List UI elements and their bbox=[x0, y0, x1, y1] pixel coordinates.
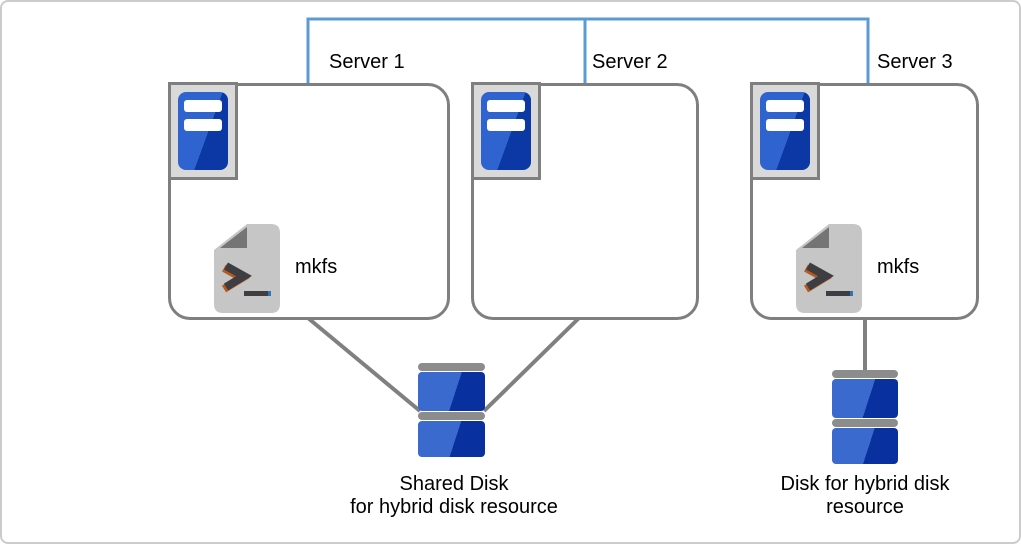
server-tower-shape bbox=[760, 92, 810, 170]
server-icon bbox=[471, 82, 541, 180]
server-1-label: Server 1 bbox=[329, 51, 405, 73]
script-file-icon bbox=[214, 224, 280, 313]
shared-disk-icon bbox=[418, 363, 485, 458]
script-file-icon bbox=[796, 224, 862, 313]
server2-shared-disk-line bbox=[482, 316, 581, 413]
disk-platter bbox=[832, 379, 898, 418]
server-tower-shape bbox=[481, 92, 531, 170]
disk-bar bbox=[418, 412, 485, 420]
shared-disk-label-line2: for hybrid disk resource bbox=[350, 496, 558, 518]
server-box-2 bbox=[471, 83, 699, 320]
shared-disk-label-line1: Shared Disk bbox=[399, 473, 509, 495]
disk-platter bbox=[832, 428, 898, 464]
server-drive-slot bbox=[184, 119, 222, 131]
disk-platter bbox=[418, 372, 485, 411]
hybrid-disk-label-line1: Disk for hybrid disk bbox=[780, 473, 950, 495]
shared-disk-label: Shared Disk for hybrid disk resource bbox=[314, 473, 594, 519]
disk-bar bbox=[832, 419, 898, 427]
hybrid-disk-label: Disk for hybrid disk resource bbox=[725, 473, 1005, 519]
server-tower-shape bbox=[178, 92, 228, 170]
server-drive-slot bbox=[766, 119, 804, 131]
network-interconnect-line bbox=[306, 17, 870, 84]
hybrid-disk-icon bbox=[832, 370, 898, 465]
disk-platter bbox=[418, 421, 485, 457]
server-2-label: Server 2 bbox=[592, 51, 668, 73]
server-drive-slot bbox=[487, 119, 525, 131]
server-3-script-label: mkfs bbox=[877, 256, 920, 278]
server-icon bbox=[168, 82, 238, 180]
disk-bar bbox=[418, 363, 485, 371]
server-drive-slot bbox=[766, 100, 804, 112]
server1-shared-disk-line bbox=[306, 316, 422, 413]
server-icon bbox=[750, 82, 820, 180]
server-drive-slot bbox=[184, 100, 222, 112]
hybrid-disk-label-line2: resource bbox=[826, 496, 904, 518]
server-3-label: Server 3 bbox=[877, 51, 953, 73]
server-1-script-label: mkfs bbox=[295, 256, 338, 278]
disk-bar bbox=[832, 370, 898, 378]
server-drive-slot bbox=[487, 100, 525, 112]
